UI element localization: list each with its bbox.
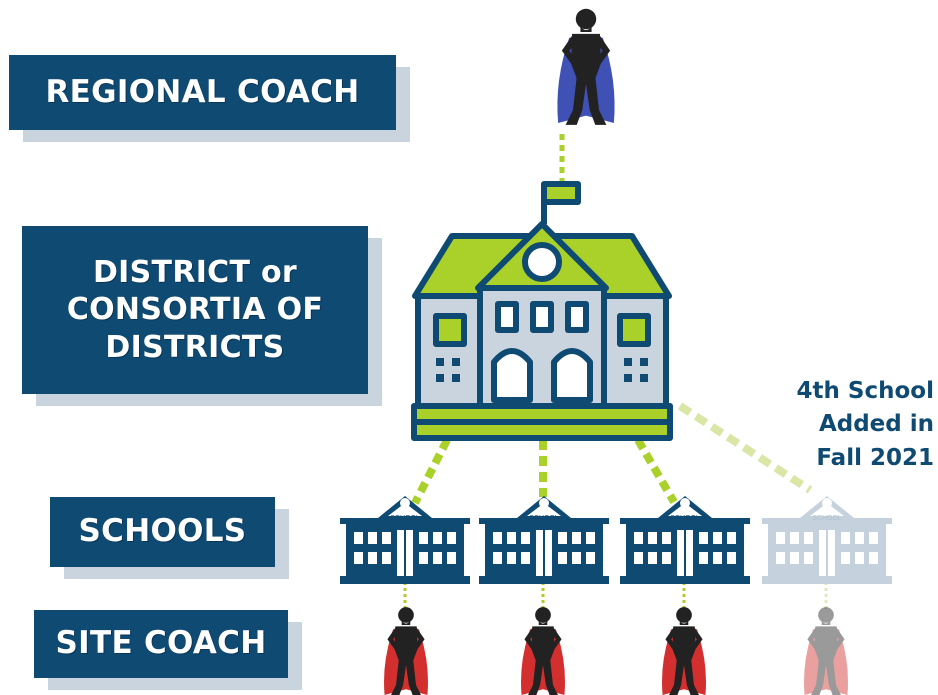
regional-coach-superhero-icon: [557, 8, 615, 125]
school-sign-3: SCHOOL: [670, 515, 700, 522]
connector-district-school3: [634, 437, 678, 505]
regional-coach-label: REGIONAL COACH: [9, 55, 396, 130]
site-coach-superhero-icon-faded: [804, 607, 848, 695]
site-coach-superhero-icon: [384, 607, 428, 695]
district-text-line1: DISTRICT or: [92, 254, 298, 290]
school-building-icon: [479, 496, 609, 584]
connector-district-school1: [411, 438, 451, 505]
note-line3: Fall 2021: [816, 444, 934, 471]
site-coach-superhero-icon: [662, 607, 706, 695]
site-coach-superhero-icon: [521, 607, 565, 695]
schools-text: SCHOOLS: [78, 513, 247, 550]
district-building-icon: [411, 181, 673, 441]
district-label: DISTRICT or CONSORTIA OF DISTRICTS: [22, 226, 368, 394]
site-coach-label: SITE COACH: [34, 610, 288, 678]
fourth-school-note: 4th School Added in Fall 2021: [704, 375, 934, 475]
site-coach-text: SITE COACH: [55, 625, 267, 662]
schools-label: SCHOOLS: [50, 497, 275, 567]
school-building-icon: [340, 496, 470, 584]
note-line1: 4th School: [796, 378, 934, 404]
school-building-icon-faded: [762, 496, 892, 584]
district-text: DISTRICT or CONSORTIA OF DISTRICTS: [67, 254, 323, 367]
connector-district-school4: [677, 402, 813, 494]
school-building-icon: [620, 496, 750, 584]
district-text-line3: DISTRICTS: [105, 329, 285, 365]
district-text-line2: CONSORTIA OF: [66, 292, 324, 328]
school-sign-4: SCHOOL: [812, 515, 842, 522]
regional-coach-text: REGIONAL COACH: [45, 73, 360, 110]
district-small-windows: [436, 358, 648, 382]
note-line2: Added in: [818, 411, 934, 438]
school-sign-1: SCHOOL: [390, 515, 420, 522]
school-sign-2: SCHOOL: [529, 515, 559, 522]
